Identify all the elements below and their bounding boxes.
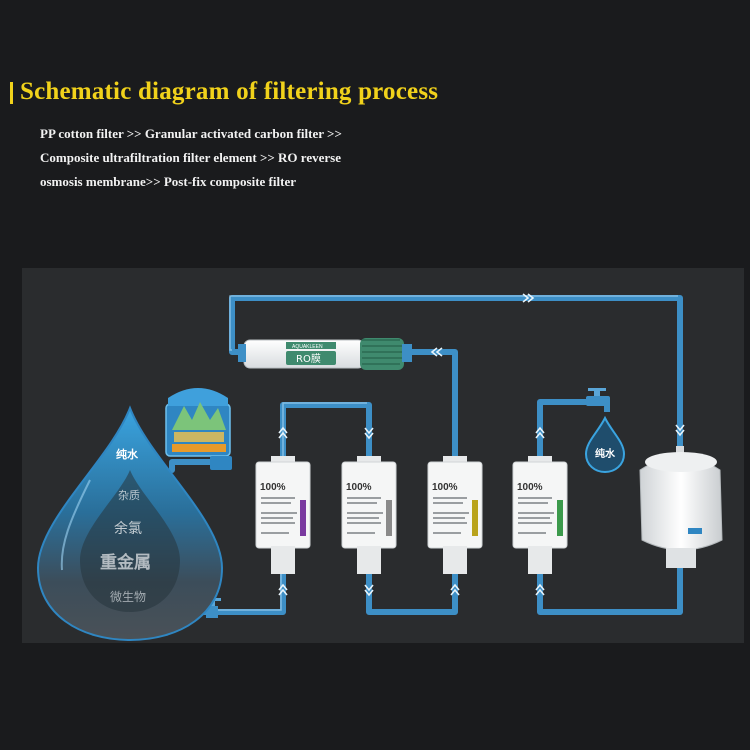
flow-arrow (675, 424, 685, 437)
faucet-icon (586, 388, 610, 412)
flow-arrow (278, 426, 288, 439)
drop-label-heavy-metals: 重金属 (100, 552, 151, 573)
filter-2-badge: 100% (346, 482, 372, 493)
flow-arrow (535, 583, 545, 596)
pipe-f3-ro (409, 349, 458, 461)
flow-arrow (450, 583, 460, 596)
filter-1-badge: 100% (260, 482, 286, 493)
drop-label-chlorine: 余氯 (114, 520, 142, 537)
water-drop-icon (36, 405, 224, 642)
process-description: PP cotton filter >> Granular activated c… (40, 122, 460, 194)
ro-label: RO膜 (296, 353, 321, 365)
pressure-tank-icon (639, 446, 723, 568)
flow-arrow (430, 347, 443, 357)
ro-brand: AQUAKLEEN (292, 344, 323, 350)
pure-water-drop-icon (584, 415, 626, 474)
filter-1-accent (300, 500, 306, 536)
filter-4-accent (557, 500, 563, 536)
pipe-f1-f2 (280, 402, 372, 461)
filter-2-accent (386, 500, 392, 536)
filter-4-post-composite (512, 456, 568, 574)
filter-3-accent (472, 500, 478, 536)
pipe-f2-f3 (366, 571, 458, 615)
flow-arrow (278, 583, 288, 596)
drop-label-top: 纯水 (116, 447, 139, 461)
description-line-1: PP cotton filter >> Granular activated c… (40, 126, 342, 141)
filter-3-ultrafiltration (427, 456, 483, 574)
flow-arrow (364, 584, 374, 597)
description-line-2: Composite ultrafiltration filter element… (40, 150, 341, 165)
pure-water-label: 纯水 (595, 447, 616, 460)
flow-arrow (364, 427, 374, 440)
flow-arrow (535, 426, 545, 439)
diagram-title: Schematic diagram of filtering process (20, 78, 439, 105)
ro-membrane-icon (238, 338, 412, 370)
pipe-ro-tank (229, 295, 683, 451)
description-line-3: osmosis membrane>> Post-fix composite fi… (40, 174, 296, 189)
filter-4-badge: 100% (517, 482, 543, 493)
filter-3-badge: 100% (432, 482, 458, 493)
pipe-f4-faucet (537, 399, 591, 461)
water-source-tank-icon (165, 388, 232, 470)
drop-label-microbes: 微生物 (110, 590, 146, 604)
flow-arrow (522, 293, 535, 303)
filter-2-activated-carbon (341, 456, 397, 574)
flow-arrows (278, 293, 685, 597)
filter-1-pp-cotton (255, 456, 311, 574)
drop-label-impurities: 杂质 (118, 489, 140, 502)
title-accent-bar (10, 82, 13, 104)
pipe-tank-f4 (537, 557, 683, 615)
